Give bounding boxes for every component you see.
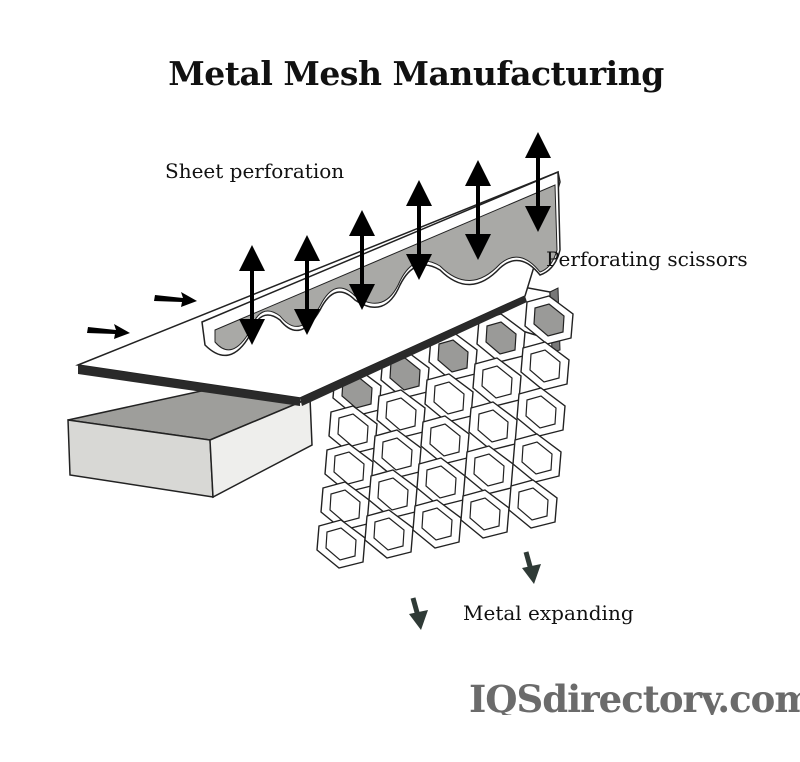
mesh-hole [433, 381, 465, 415]
arrow-up-head [406, 180, 432, 206]
mesh-hole [377, 477, 409, 511]
label-sheet-perforation: Sheet perforation [165, 159, 345, 183]
mesh-hole [421, 507, 453, 541]
blade-motion-arrows [87, 132, 551, 630]
mesh-hole [469, 497, 501, 531]
mesh-hole [525, 395, 557, 429]
mesh-hole [381, 437, 413, 471]
mesh-hole [485, 321, 517, 355]
arrow-down-head [294, 309, 320, 335]
page-title: Metal Mesh Manufacturing [168, 54, 664, 93]
mesh-hole [429, 423, 461, 457]
label-perforating-scissors: Perforating scissors [546, 247, 748, 271]
mesh-hole [437, 339, 469, 373]
mesh-hole [385, 397, 417, 431]
feed-arrow-icon [87, 324, 130, 339]
arrow-up-head [349, 210, 375, 236]
arrow-down-head [239, 319, 265, 345]
label-metal-expanding: Metal expanding [463, 601, 634, 625]
mesh-hole [325, 527, 357, 561]
expand-arrow-head [409, 610, 428, 630]
mesh-hole [517, 487, 549, 521]
arrow-up-head [239, 245, 265, 271]
arrow-down-head [525, 206, 551, 232]
mesh-hole [533, 303, 565, 337]
arrow-up-head [294, 235, 320, 261]
mesh-hole [373, 517, 405, 551]
watermark-logo: IQSdirectory.com [469, 677, 800, 715]
arrow-down-head [349, 284, 375, 310]
expand-arrow-head [522, 564, 541, 584]
arrow-up-head [525, 132, 551, 158]
arrow-down-head [465, 234, 491, 260]
feed-arrow-icon [154, 292, 197, 307]
support-block [67, 387, 313, 499]
arrow-up-head [465, 160, 491, 186]
perforating-blade [201, 170, 561, 357]
arrow-down-head [406, 254, 432, 280]
mesh-hole [529, 349, 561, 383]
mesh-hole [425, 465, 457, 499]
expanded-mesh [316, 295, 574, 569]
mesh-hole [481, 365, 513, 399]
mesh-hole [473, 453, 505, 487]
mesh-hole [521, 441, 553, 475]
mesh-hole [477, 409, 509, 443]
